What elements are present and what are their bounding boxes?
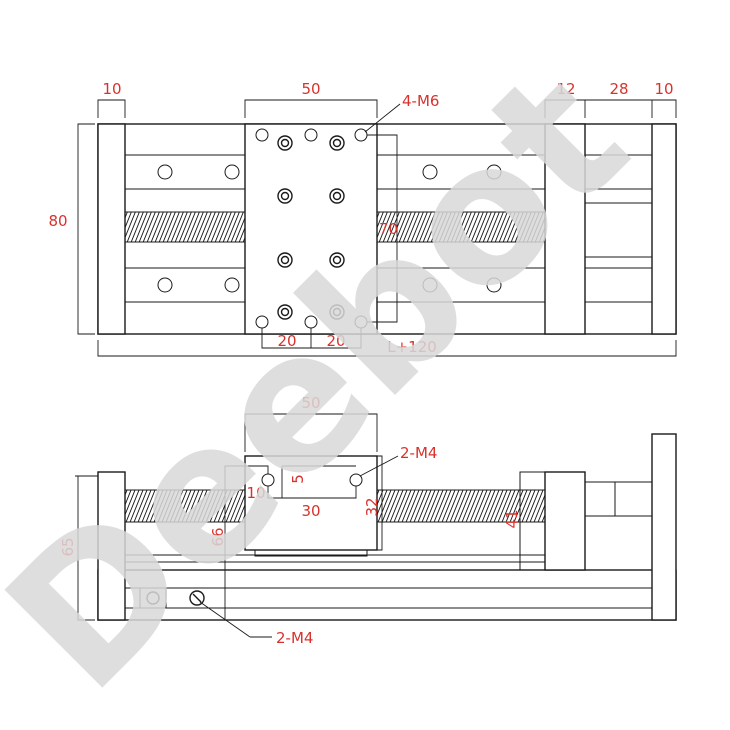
dim-carriage-thickness: 32	[363, 497, 381, 516]
dim-top-holes: 4-M6	[402, 92, 439, 110]
lead-screw-left	[124, 211, 246, 243]
carriage	[244, 123, 378, 335]
left-end-plate	[97, 123, 126, 335]
motor-detail	[584, 267, 653, 303]
dim-carriage-width: 50	[301, 80, 320, 98]
dim-hole-pitch-vertical: 70	[379, 220, 398, 238]
carriage-screws	[277, 135, 345, 320]
rail-hole	[157, 277, 173, 293]
bottom-hole	[146, 591, 160, 605]
rail-hole	[422, 164, 438, 180]
mount-hole	[304, 128, 318, 142]
motor-detail	[584, 154, 653, 190]
rail-left-lower	[124, 267, 246, 303]
top-view-labels: 10 50 4-M6 12 28 10 80 70 20 20 L+120	[48, 80, 673, 356]
dim-height: 80	[48, 212, 67, 230]
rail-hole	[224, 164, 240, 180]
dim-bottom-holes: 2-M4	[276, 629, 313, 647]
lead-screw-right	[376, 489, 546, 523]
dim-hole-inset: 10	[246, 484, 265, 502]
dim-motor-gap: 12	[556, 80, 575, 98]
rail-hole	[486, 164, 502, 180]
side-view-dimensions	[77, 413, 576, 638]
rail-hole	[157, 164, 173, 180]
dim-hole-pitch-right: 20	[326, 332, 345, 350]
top-view: 10 50 4-M6 12 28 10 80 70 20 20 L+120	[48, 80, 677, 357]
rail-hole	[486, 277, 502, 293]
side-view: 50 2-M4 10 5 30 32 65 66 41 2-M4	[59, 394, 677, 647]
dim-total-length: L+120	[387, 338, 437, 356]
right-end-plate	[651, 433, 677, 621]
dim-left-end-width: 10	[102, 80, 121, 98]
top-view-dimensions	[77, 99, 677, 357]
left-end-plate	[97, 471, 126, 621]
rail-hole	[422, 277, 438, 293]
carriage	[244, 455, 378, 551]
right-end-plate	[651, 123, 677, 335]
motor-detail	[584, 202, 653, 258]
dim-top-holes: 2-M4	[400, 444, 437, 462]
dim-motor-height: 41	[503, 509, 521, 528]
dim-center-height: 66	[209, 527, 227, 546]
dim-carriage-width: 50	[301, 394, 320, 412]
motor-block	[544, 471, 586, 571]
mount-hole	[255, 128, 269, 142]
dim-right-end-width: 10	[654, 80, 673, 98]
dim-hole-spacing: 30	[301, 502, 320, 520]
side-view-labels: 50 2-M4 10 5 30 32 65 66 41 2-M4	[59, 394, 521, 647]
motor-shaft	[614, 481, 653, 517]
dim-motor-length: 28	[609, 80, 628, 98]
bottom-hole	[189, 590, 205, 606]
lead-screw-right	[376, 211, 546, 243]
dim-hole-pitch-left: 20	[277, 332, 296, 350]
rail-left-upper	[124, 154, 246, 190]
rail-hole	[224, 277, 240, 293]
coupler	[584, 481, 616, 517]
dim-height: 65	[59, 537, 77, 556]
dim-hole-offset: 5	[289, 474, 307, 484]
